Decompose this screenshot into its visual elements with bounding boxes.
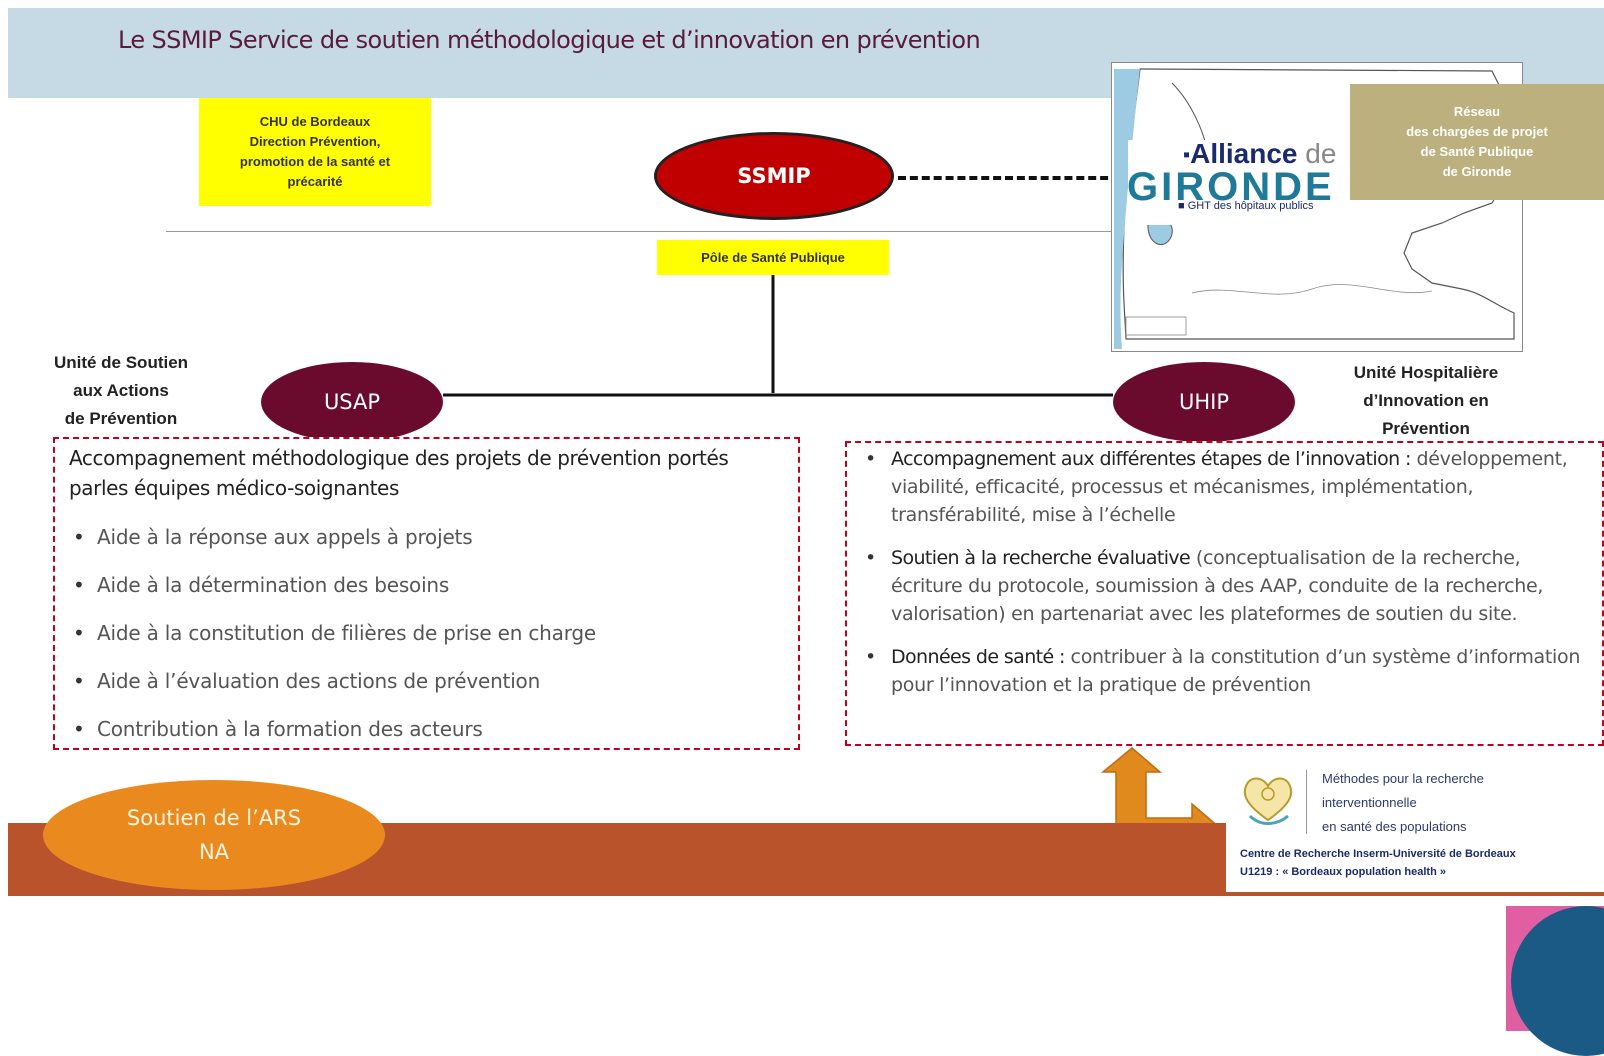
logo-divider	[1306, 770, 1307, 834]
list-item: Aide à la constitution de filières de pr…	[69, 609, 784, 657]
uhip-box: Accompagnement aux différentes étapes de…	[845, 441, 1604, 746]
list-item: Aide à la réponse aux appels à projets	[69, 513, 784, 561]
list-item: Contribution à la formation des acteurs	[69, 705, 784, 753]
ssmip-node: SSMIP	[654, 132, 894, 220]
reseau-box: Réseau des chargées de projet de Santé P…	[1350, 84, 1604, 200]
ars-support-node: Soutien de l’ARS NA	[43, 780, 385, 890]
methodes-text: Méthodes pour la recherche interventionn…	[1322, 771, 1484, 834]
alliance-logo-bg	[1128, 140, 1388, 225]
usap-node: USAP	[261, 362, 443, 442]
item-text: développement, viabilité, efficacité, pr…	[891, 448, 1568, 526]
inserm-logo-area	[1226, 760, 1604, 892]
gironde-word: GIRONDE	[1127, 165, 1335, 209]
item-heading: Soutien à la recherche évaluative	[891, 547, 1191, 569]
divider-line	[166, 231, 1111, 232]
usap-list: Aide à la réponse aux appels à projets A…	[69, 513, 784, 753]
dashed-link	[898, 176, 1120, 180]
list-item: Aide à la détermination des besoins	[69, 561, 784, 609]
usap-full-name: Unité de Soutien aux Actions de Préventi…	[53, 353, 189, 428]
uhip-full-name: Unité Hospitalière d’Innovation en Préve…	[1353, 363, 1499, 438]
uhip-node: UHIP	[1113, 362, 1295, 442]
chu-bordeaux-box: CHU de Bordeaux Direction Prévention, pr…	[199, 98, 431, 206]
alliance-word: Alliance	[1190, 138, 1298, 169]
item-text: (conceptualisation de la recherche, écri…	[891, 547, 1544, 625]
usap-box: Accompagnement méthodologique des projet…	[53, 437, 800, 753]
alliance-logo: ▪Alliance de	[1183, 138, 1337, 169]
list-item: Aide à l’évaluation des actions de préve…	[69, 657, 784, 705]
uhip-list: Accompagnement aux différentes étapes de…	[861, 445, 1588, 699]
centre-recherche-text: Centre de Recherche Inserm-Université de…	[1240, 848, 1516, 878]
page-title: Le SSMIP Service de soutien méthodologiq…	[118, 26, 981, 54]
ght-caption: ■ GHT des hôpitaux publics	[1178, 200, 1314, 212]
item-heading: Données de santé :	[891, 646, 1065, 668]
alliance-de: de	[1305, 138, 1337, 169]
usap-intro: Accompagnement méthodologique des projet…	[69, 446, 729, 500]
item-text: contribuer à la constitution d’un systèm…	[891, 646, 1581, 696]
ght-text: GHT des hôpitaux publics	[1187, 200, 1314, 212]
list-item: Soutien à la recherche évaluative (conce…	[861, 544, 1588, 628]
pole-sante-publique: Pôle de Santé Publique	[657, 240, 889, 275]
item-heading: Accompagnement aux différentes étapes de…	[891, 448, 1411, 470]
heart-logo-icon	[1243, 777, 1293, 825]
list-item: Données de santé : contribuer à la const…	[861, 643, 1588, 699]
list-item: Accompagnement aux différentes étapes de…	[861, 445, 1588, 529]
